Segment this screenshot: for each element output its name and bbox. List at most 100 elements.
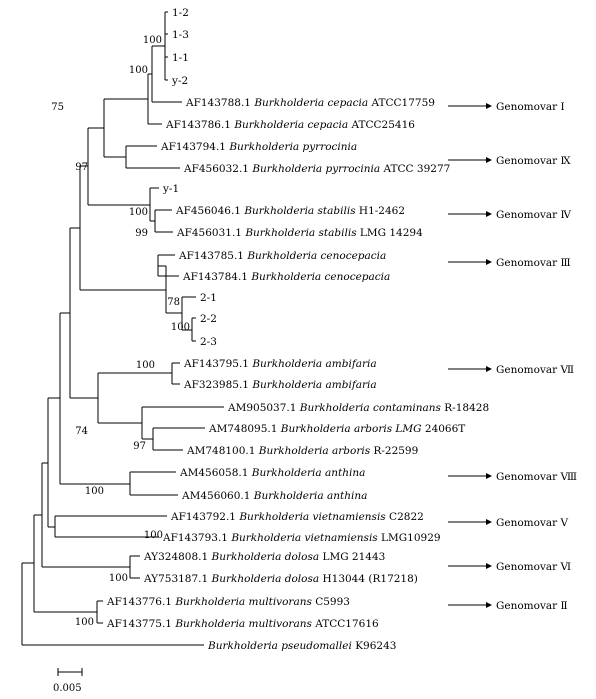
genomovar-label: Genomovar Ⅱ: [496, 600, 568, 612]
strain-name: ATCC17616: [314, 618, 379, 630]
species-name: Burkholderia stabilis: [244, 227, 357, 239]
species-name: Burkholderia cenocepacia: [250, 271, 390, 283]
strain-name: ATCC25416: [350, 119, 415, 131]
leaf-label: AF143792.1 Burkholderia vietnamiensis C2…: [170, 511, 424, 523]
arrowhead-icon: [486, 259, 492, 265]
accession-number: AF143775.1: [106, 618, 172, 630]
strain-name: H1-2462: [359, 205, 405, 217]
species-name: Burkholderia dolosa: [211, 573, 320, 585]
strain-name: H13044 (R17218): [322, 573, 417, 585]
accession-number: 1-2: [172, 7, 189, 19]
species-name: Burkholderia arboris: [258, 445, 371, 457]
leaf-label: AF143788.1 Burkholderia cepacia ATCC1775…: [185, 97, 435, 109]
accession-number: AF143788.1: [185, 97, 251, 109]
bootstrap-value: 100: [171, 322, 190, 333]
species-name: Burkholderia vietnamiensis: [238, 511, 386, 523]
strain-name: LMG 21443: [322, 551, 385, 563]
leaf-label: y-1: [162, 183, 179, 195]
accession-number: AY753187.1: [143, 573, 208, 585]
accession-number: AF456032.1: [183, 163, 249, 175]
strain-name: LMG 14294: [360, 227, 423, 239]
leaf-label: Burkholderia pseudomallei K96243: [207, 640, 396, 652]
leaf-label: AF143776.1 Burkholderia multivorans C599…: [106, 596, 350, 608]
accession-number: AF143785.1: [178, 250, 244, 262]
leaf-label: 2-1: [200, 292, 217, 304]
genomovar-label: Genomovar Ⅶ: [496, 364, 574, 376]
strain-name: C5993: [315, 596, 350, 608]
leaf-label: AM456060.1 Burkholderia anthina: [181, 490, 367, 502]
genomovar-annotations: Genomovar Ⅰ Genomovar Ⅸ Genomovar Ⅳ Genomov…: [448, 101, 577, 612]
leaf-label: AF143794.1 Burkholderia pyrrocinia: [160, 141, 357, 153]
leaf-label: AM748095.1 Burkholderia arboris LMG 2406…: [208, 423, 465, 435]
species-name: Burkholderia anthina: [251, 467, 366, 479]
bootstrap-value: 78: [167, 297, 180, 308]
accession-number: 1-3: [172, 29, 189, 41]
strain-name: R-22599: [373, 445, 418, 457]
species-name: Burkholderia multivorans: [174, 618, 312, 630]
bootstrap-value: 99: [135, 228, 148, 239]
arrowhead-icon: [486, 103, 492, 109]
leaf-label: 2-2: [200, 313, 217, 325]
species-name: Burkholderia arboris LMG: [280, 423, 422, 435]
leaf-label: 1-2: [172, 7, 189, 19]
species-name: Burkholderia ambifaria: [251, 358, 376, 370]
arrowhead-icon: [486, 157, 492, 163]
leaf-label: AF143785.1 Burkholderia cenocepacia: [178, 250, 386, 262]
accession-number: AF143776.1: [106, 596, 172, 608]
arrowhead-icon: [486, 563, 492, 569]
bootstrap-value: 100: [109, 573, 128, 584]
species-name: Burkholderia vietnamiensis: [230, 532, 378, 544]
accession-number: 2-1: [200, 292, 217, 304]
accession-number: AF456031.1: [176, 227, 242, 239]
leaf-label: AF456032.1 Burkholderia pyrrocinia ATCC …: [183, 163, 450, 175]
bootstrap-value: 100: [136, 360, 155, 371]
arrowhead-icon: [486, 211, 492, 217]
bootstrap-value: 100: [129, 65, 148, 76]
strain-name: 24066T: [425, 423, 465, 435]
leaf-label: 1-1: [172, 52, 189, 64]
leaf-label: AM456058.1 Burkholderia anthina: [179, 467, 365, 479]
bootstrap-value: 97: [75, 162, 88, 173]
species-name: Burkholderia cepacia: [233, 119, 348, 131]
leaf-label: AF143793.1 Burkholderia vietnamiensis LM…: [162, 532, 441, 544]
accession-number: 2-2: [200, 313, 217, 325]
accession-number: AF456046.1: [175, 205, 241, 217]
bootstrap-value: 100: [129, 207, 148, 218]
accession-number: AM456060.1: [181, 490, 250, 502]
tree-branches: [21, 11, 224, 646]
accession-number: AF143794.1: [160, 141, 226, 153]
accession-number: AF143792.1: [170, 511, 236, 523]
accession-number: AY324808.1: [143, 551, 208, 563]
accession-number: y-2: [171, 75, 188, 87]
leaf-label: AY324808.1 Burkholderia dolosa LMG 21443: [143, 551, 385, 563]
species-name: Burkholderia cenocepacia: [246, 250, 386, 262]
genomovar-label: Genomovar Ⅵ: [496, 561, 571, 573]
species-name: Burkholderia pyrrocinia: [251, 163, 380, 175]
bootstrap-value: 100: [85, 486, 104, 497]
genomovar-label: Genomovar Ⅳ: [496, 209, 572, 221]
accession-number: 1-1: [172, 52, 189, 64]
strain-name: C2822: [389, 511, 424, 523]
genomovar-label: Genomovar Ⅰ: [496, 101, 565, 113]
arrowhead-icon: [486, 473, 492, 479]
bootstrap-value: 97: [133, 441, 146, 452]
leaf-label: AM905037.1 Burkholderia contaminans R-18…: [227, 402, 489, 414]
arrowhead-icon: [486, 366, 492, 372]
scale-bar-label: 0.005: [53, 683, 82, 694]
leaf-label: AF143775.1 Burkholderia multivorans ATCC…: [106, 618, 379, 630]
leaf-label: AM748100.1 Burkholderia arboris R-22599: [186, 445, 418, 457]
leaf-label: AF143795.1 Burkholderia ambifaria: [183, 358, 377, 370]
accession-number: y-1: [162, 183, 179, 195]
scale-bar: 0.005: [53, 668, 83, 694]
leaf-label: AF456031.1 Burkholderia stabilis LMG 142…: [176, 227, 423, 239]
species-name: Burkholderia multivorans: [174, 596, 312, 608]
genomovar-label: Genomovar Ⅸ: [496, 155, 572, 167]
accession-number: AF143784.1: [182, 271, 248, 283]
leaf-label: 2-3: [200, 336, 217, 348]
leaf-label: AY753187.1 Burkholderia dolosa H13044 (R…: [143, 573, 418, 585]
species-name: Burkholderia ambifaria: [251, 379, 376, 391]
genomovar-label: Genomovar Ⅴ: [496, 517, 569, 529]
